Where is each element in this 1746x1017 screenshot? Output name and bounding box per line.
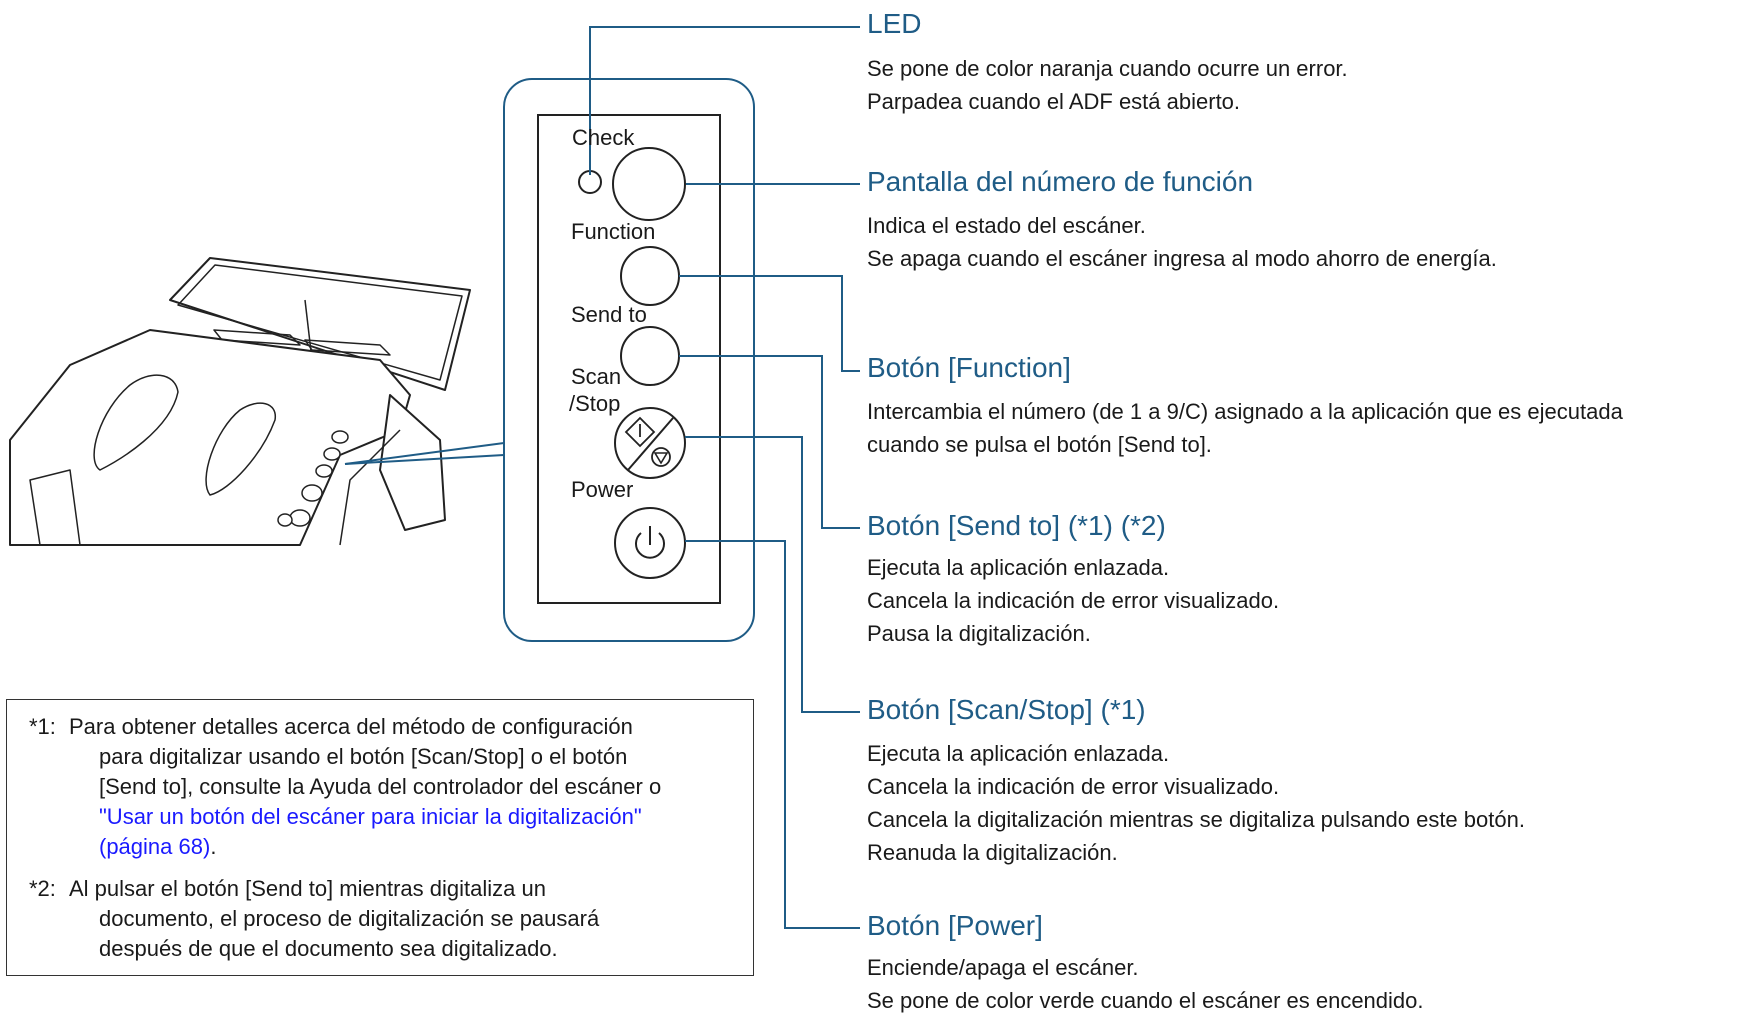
scan-stop-button[interactable]: [614, 407, 686, 479]
power-label: Power: [571, 477, 634, 502]
footnote-1-mark: *1:: [29, 714, 56, 739]
power-button[interactable]: [614, 507, 686, 579]
panel-zoom-frame: [503, 78, 755, 642]
operator-panel: [537, 114, 721, 604]
power-icon: [635, 526, 665, 559]
footnote-1-link-page[interactable]: (página 68): [99, 834, 211, 859]
zoom-line-bottom: [344, 454, 505, 465]
scan-label: Scan: [571, 364, 622, 389]
footnote-2: *2: Al pulsar el botón [Send to] mientra…: [29, 874, 749, 969]
footnote-1-link[interactable]: "Usar un botón del escáner para iniciar …: [99, 804, 642, 829]
stop-label: /Stop: [569, 391, 621, 416]
callout-title-send-to-button: Botón [Send to] (*1) (*2): [867, 510, 1166, 541]
callout-desc-led: Se pone de color naranja cuando ocurre u…: [867, 56, 1348, 114]
footnote-1-text: Para obtener detalles acerca del método …: [69, 714, 662, 859]
scanner-illustration: [9, 257, 471, 546]
callout-desc-function-display: Indica el estado del escáner. Se apaga c…: [867, 213, 1497, 271]
callout-desc-power-button: Enciende/apaga el escáner. Se pone de co…: [867, 955, 1424, 1013]
function-number-display: [612, 147, 686, 221]
callout-title-scan-stop-button: Botón [Scan/Stop] (*1): [867, 694, 1146, 725]
send-to-label: Send to: [571, 302, 647, 327]
footnote-1: *1: Para obtener detalles acerca del mét…: [29, 712, 749, 922]
callout-desc-function-button: Intercambia el número (de 1 a 9/C) asign…: [867, 399, 1623, 457]
callout-title-function-button: Botón [Function]: [867, 352, 1071, 383]
scan-icon: [624, 416, 656, 448]
footnotes-box: *1: Para obtener detalles acerca del mét…: [6, 699, 754, 976]
function-button[interactable]: [620, 246, 680, 306]
footnote-2-mark: *2:: [29, 876, 56, 901]
callout-title-function-display: Pantalla del número de función: [867, 166, 1254, 197]
zoom-line-top: [344, 442, 505, 465]
check-label: Check: [572, 125, 635, 150]
callout-title-power-button: Botón [Power]: [867, 910, 1043, 941]
callout-desc-scan-stop-button: Ejecuta la aplicación enlazada. Cancela …: [867, 741, 1525, 865]
send-to-button[interactable]: [620, 326, 680, 386]
leader-lines: [589, 26, 860, 929]
stop-icon: [651, 447, 671, 467]
footnote-2-text: Al pulsar el botón [Send to] mientras di…: [69, 876, 600, 961]
callout-title-led: LED: [867, 8, 922, 39]
callout-desc-send-to-button: Ejecuta la aplicación enlazada. Cancela …: [867, 555, 1280, 646]
function-label: Function: [571, 219, 656, 244]
